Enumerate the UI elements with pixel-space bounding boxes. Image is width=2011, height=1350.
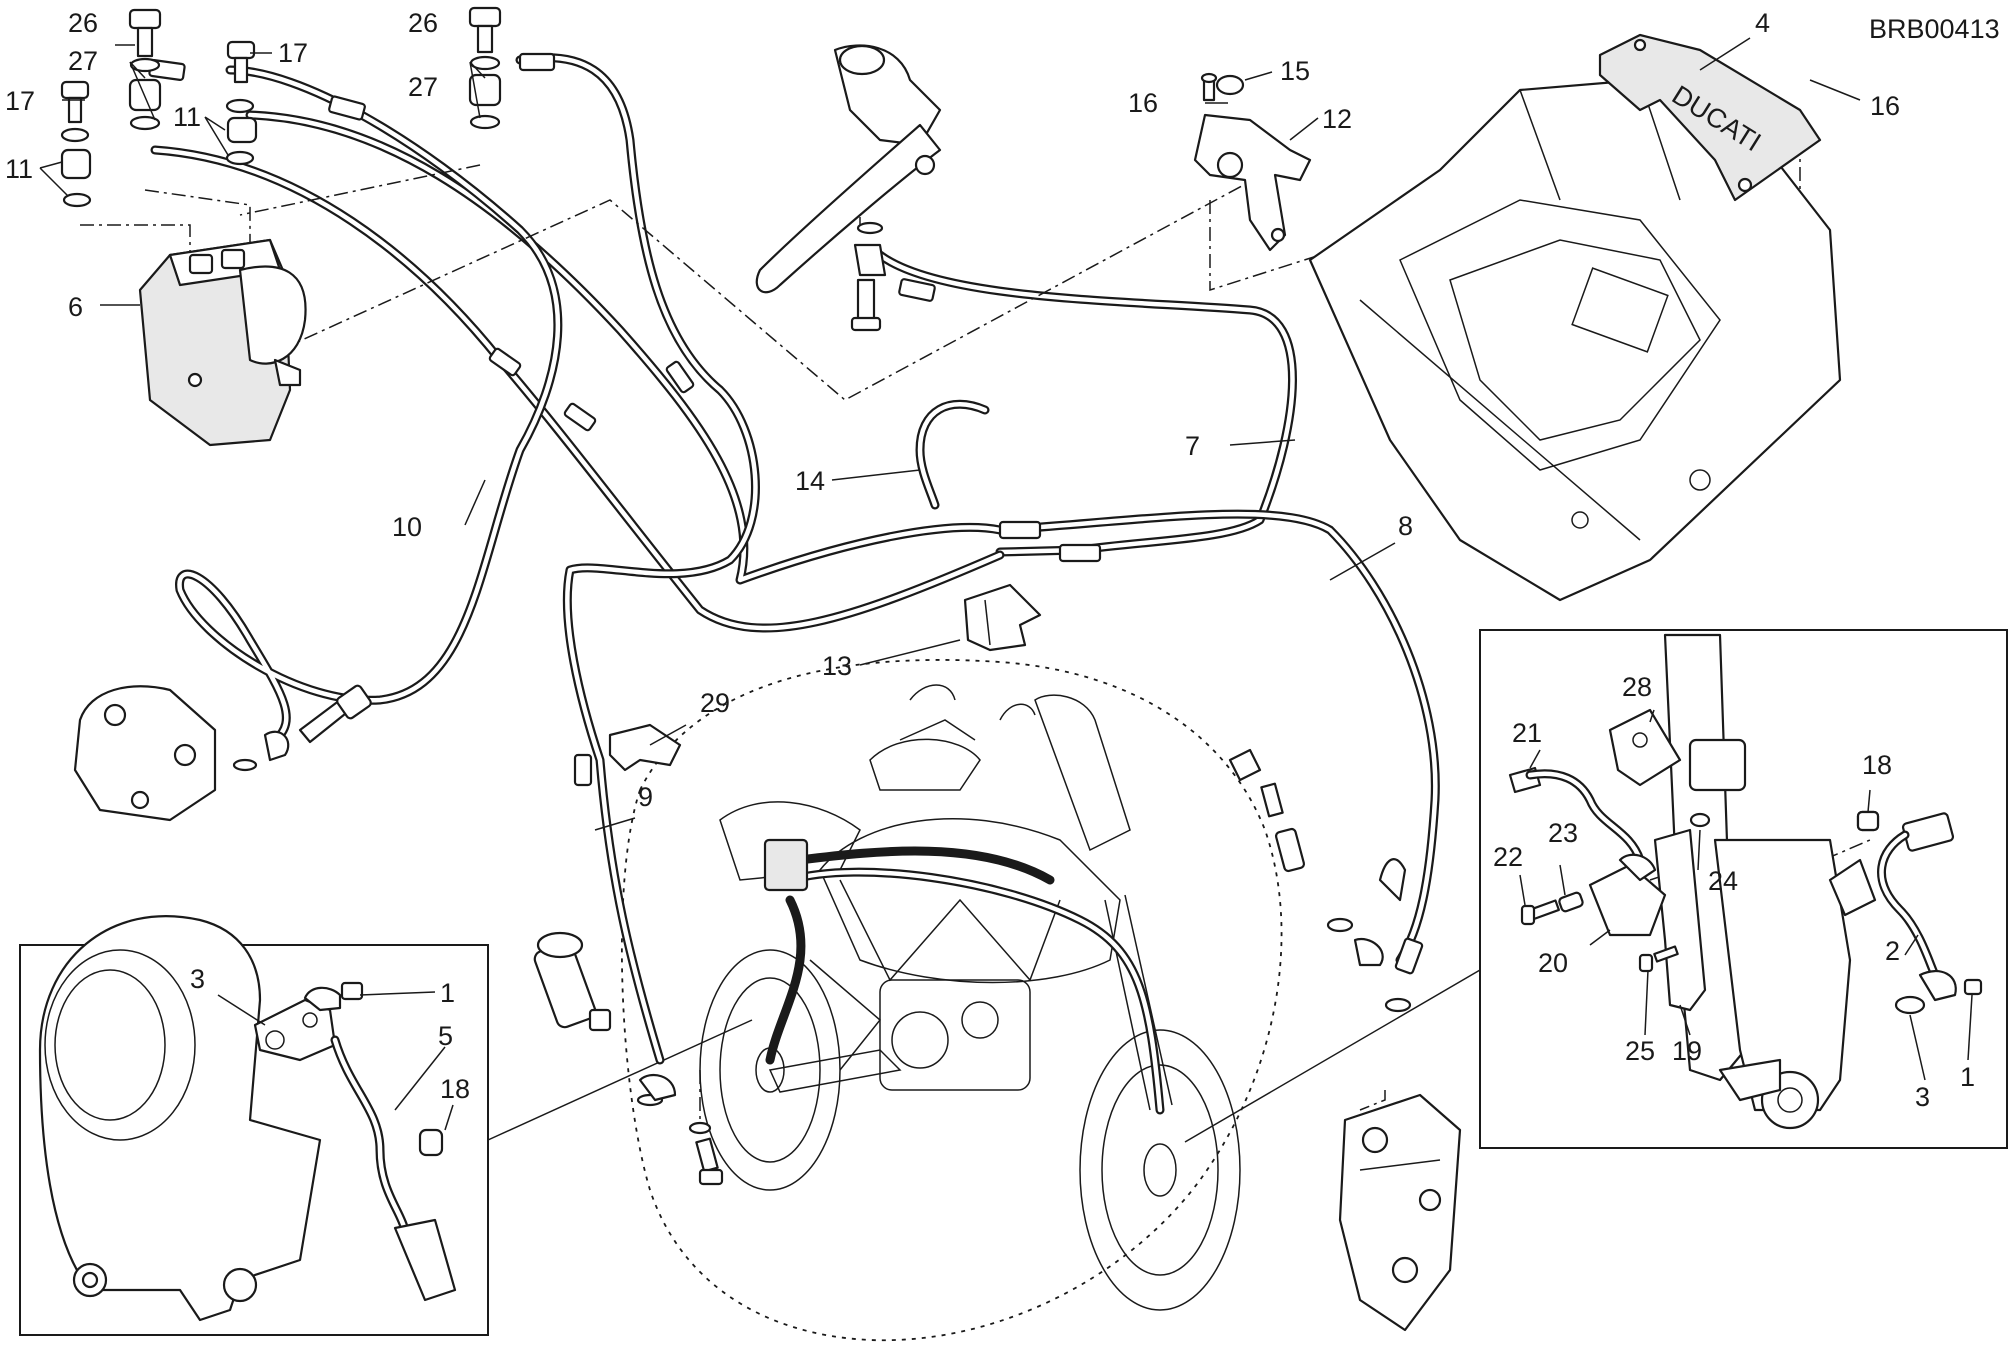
drawing-code: BRB00413: [1869, 14, 2000, 44]
callout-8: 8: [1398, 511, 1413, 541]
callout-4: 4: [1755, 8, 1770, 38]
callout-22: 22: [1493, 842, 1523, 872]
callout-25: 25: [1625, 1036, 1655, 1066]
front-wheel-sensor-assembly: [1508, 633, 1983, 1130]
callout-1-rear: 1: [440, 978, 455, 1008]
callout-16-left: 16: [1128, 88, 1158, 118]
front-inset-pointer: [1184, 969, 1481, 1143]
callout-16-right: 16: [1870, 91, 1900, 121]
callout-28: 28: [1622, 672, 1652, 702]
callout-11-left: 11: [5, 154, 33, 184]
callout-18-rear: 18: [440, 1074, 470, 1104]
leader-lines: [39, 37, 1973, 1131]
callout-2: 2: [1885, 936, 1900, 966]
rear-inset-pointer: [487, 1019, 753, 1141]
abs-control-unit: [138, 238, 307, 447]
callout-17-mid: 17: [278, 38, 308, 68]
hose-guide-13: [963, 583, 1042, 652]
vehicle-location-outline: [620, 659, 1283, 1342]
callout-19: 19: [1672, 1036, 1702, 1066]
callout-18-front: 18: [1862, 750, 1892, 780]
brake-hoses: [148, 52, 1440, 1065]
callout-20: 20: [1538, 948, 1568, 978]
rear-caliper: [73, 684, 372, 822]
callout-9: 9: [638, 782, 653, 812]
callout-14: 14: [795, 466, 825, 496]
callout-11-mid: 11: [173, 102, 201, 132]
callout-26-right: 26: [408, 8, 438, 38]
hose-clip-14: [915, 399, 990, 510]
callout-26-left: 26: [68, 8, 98, 38]
callout-21: 21: [1512, 718, 1542, 748]
banjo-fittings-left: [60, 6, 502, 208]
callout-23: 23: [1548, 818, 1578, 848]
rear-master-cylinder: [533, 931, 724, 1186]
callout-29: 29: [700, 688, 730, 718]
front-caliper-fittings: [1228, 748, 1412, 1013]
callout-27-right: 27: [408, 72, 438, 102]
hose-bracket-12: [1193, 72, 1312, 252]
callout-15: 15: [1280, 56, 1310, 86]
callout-10: 10: [392, 512, 422, 542]
callout-5: 5: [438, 1021, 453, 1051]
front-caliper: [1338, 1093, 1462, 1332]
callout-3-front: 3: [1915, 1082, 1930, 1112]
callout-3-rear: 3: [190, 964, 205, 994]
motorcycle-overview: [699, 684, 1241, 1311]
callout-6: 6: [68, 292, 83, 322]
callout-12: 12: [1322, 104, 1352, 134]
callout-13: 13: [822, 651, 852, 681]
callout-27-left: 27: [68, 46, 98, 76]
hose-clip-29: [608, 723, 682, 772]
callout-24: 24: [1708, 866, 1738, 896]
rear-wheel-sensor-assembly: [38, 915, 457, 1322]
callout-1-front: 1: [1960, 1062, 1975, 1092]
callout-labels: 6 26 27 17 11 11 17 26 27 16 15 12 4 16 …: [5, 8, 2000, 1112]
front-master-cylinder: [755, 44, 942, 332]
callout-7: 7: [1185, 431, 1200, 461]
callout-17-left: 17: [5, 86, 35, 116]
electronics-tray: [1308, 78, 1842, 602]
